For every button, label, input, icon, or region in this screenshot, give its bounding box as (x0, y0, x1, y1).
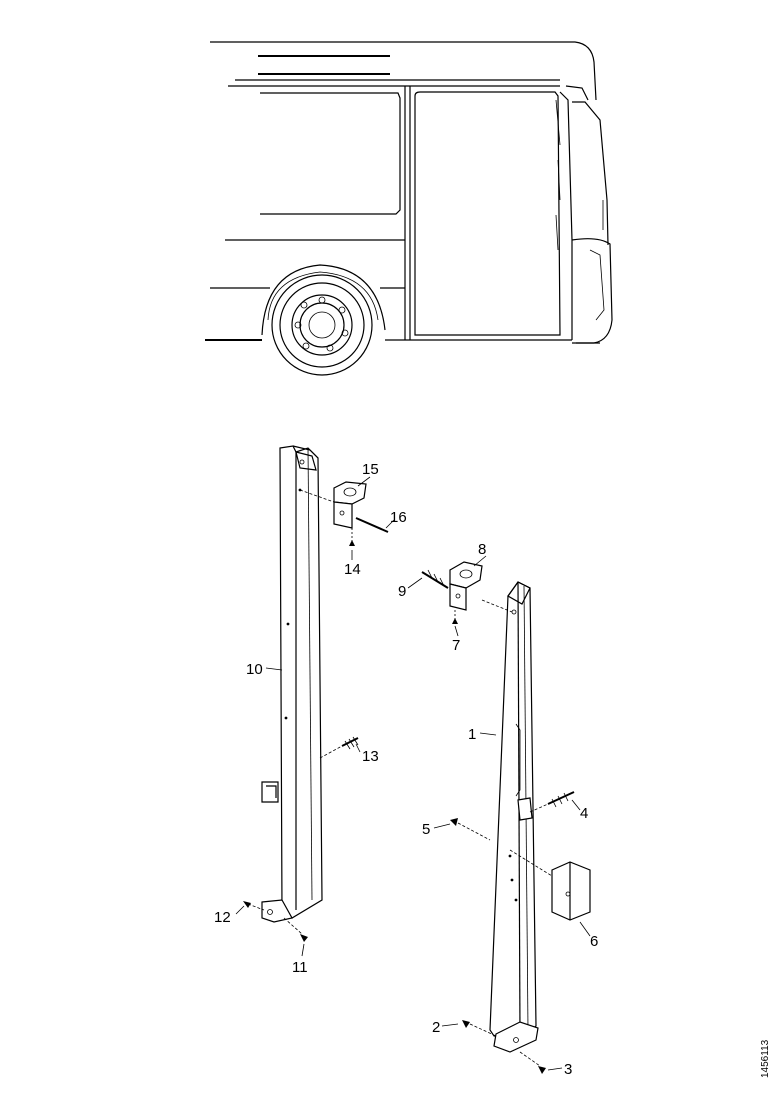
callout-5: 5 (422, 821, 430, 838)
callout-labels: 15 16 14 8 9 7 10 1 13 4 5 6 12 11 2 3 (214, 461, 598, 1078)
pillar-panel-right (489, 581, 539, 1053)
callout-11: 11 (292, 959, 308, 976)
callout-3: 3 (564, 1061, 572, 1078)
callout-15: 15 (362, 461, 379, 478)
bracket-6 (509, 849, 591, 921)
pillar-panel-left (261, 445, 323, 923)
callout-13: 13 (362, 748, 379, 765)
callout-4: 4 (580, 805, 588, 822)
callout-leaders (235, 476, 591, 1071)
fixings-2-3 (462, 1020, 546, 1074)
callout-2: 2 (432, 1019, 440, 1036)
callout-6: 6 (590, 933, 598, 950)
callout-9: 9 (398, 583, 406, 600)
bracket-8 (421, 561, 513, 624)
bracket-15 (299, 481, 389, 546)
screw-13 (319, 736, 359, 759)
callout-10: 10 (246, 661, 263, 678)
callout-12: 12 (214, 909, 231, 926)
fixings-11-12 (243, 901, 308, 942)
callout-8: 8 (478, 541, 486, 558)
callout-7: 7 (452, 637, 460, 654)
screw-4 (529, 791, 575, 813)
callout-1: 1 (468, 726, 476, 743)
reference-code: 1456113 (760, 1039, 771, 1078)
callout-14: 14 (344, 561, 361, 578)
bus-rear-side-view (205, 41, 613, 376)
callout-16: 16 (390, 509, 407, 526)
screw-5 (450, 818, 491, 841)
